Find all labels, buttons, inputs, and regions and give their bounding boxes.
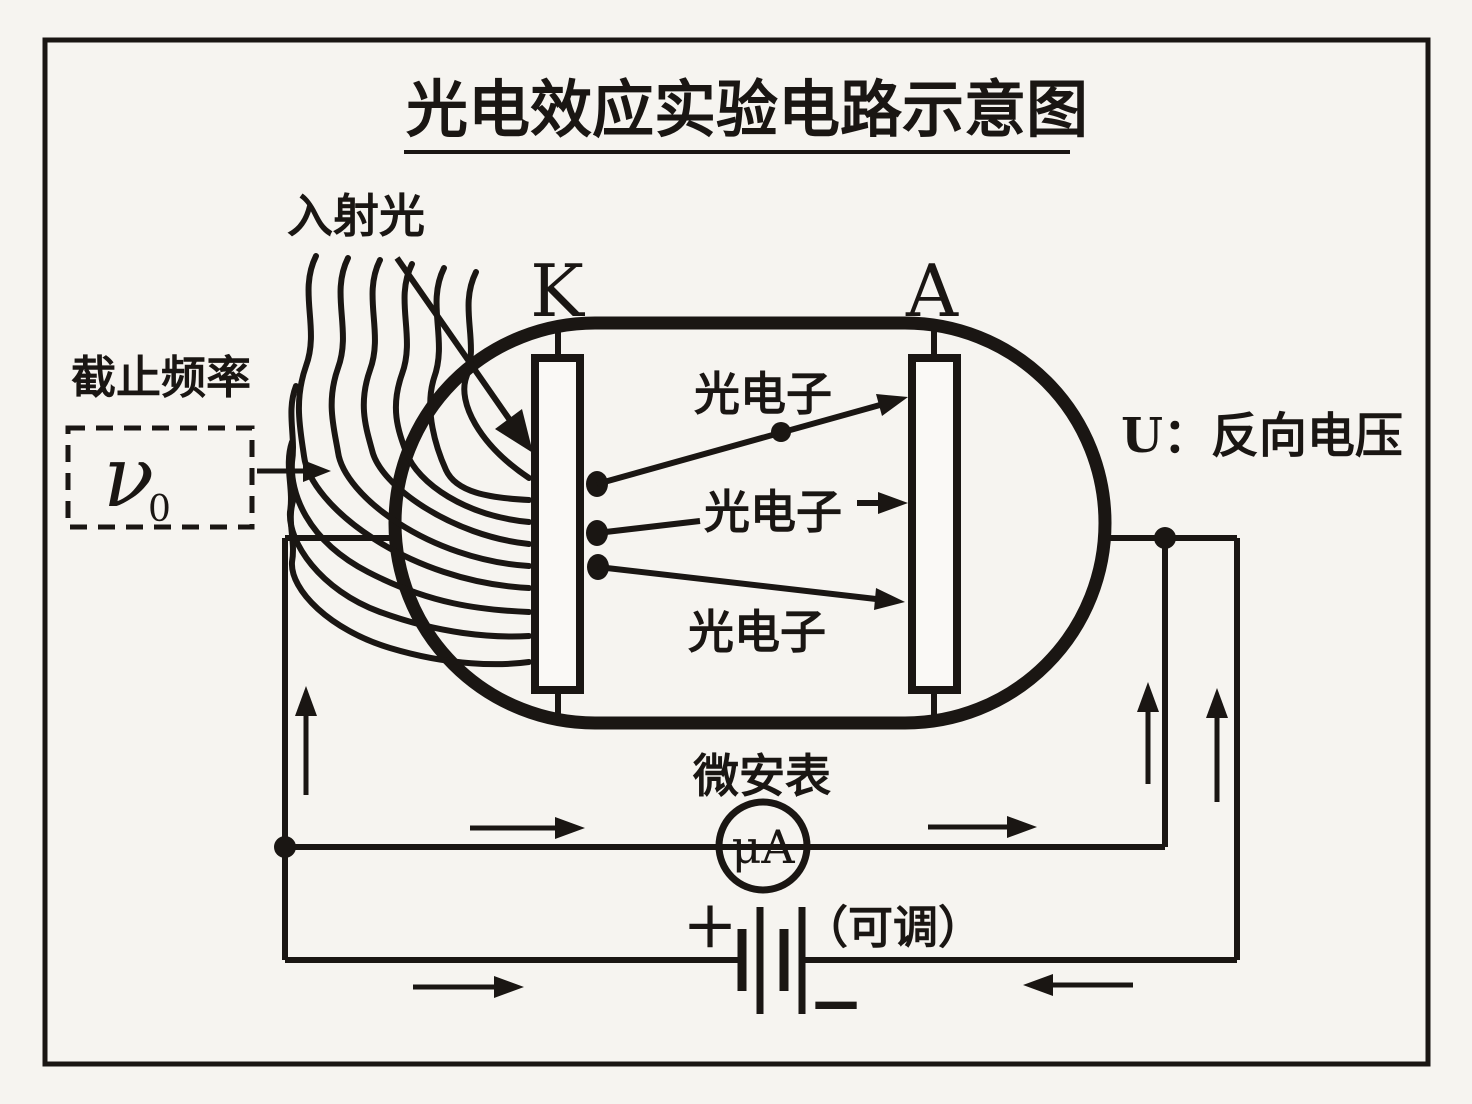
anode-assembly xyxy=(908,323,961,721)
cutoff-frequency-label: 截止频率 xyxy=(71,352,251,403)
junction-dot-right xyxy=(1154,527,1176,549)
arrow-meter-left xyxy=(470,817,585,839)
outer-border xyxy=(42,37,1431,1067)
photoelectron-label-1: 光电子 xyxy=(694,368,832,420)
arrow-bottom-left-right xyxy=(413,976,524,998)
right-arrow-icon xyxy=(494,976,524,998)
cathode-plate-body xyxy=(535,358,580,690)
light-wave xyxy=(360,257,532,547)
trajectory-2-arrow-head-icon xyxy=(878,492,908,514)
battery-plus-sign: + xyxy=(682,886,737,963)
light-wave xyxy=(328,255,532,569)
trajectory-3-arrow-head-icon xyxy=(874,588,905,610)
cutoff-arrow-head-icon xyxy=(303,460,331,482)
photoelectron-label-3: 光电子 xyxy=(688,606,826,658)
incident-arrow-shaft xyxy=(394,256,517,428)
light-wave xyxy=(392,261,532,525)
arrow-meter-right xyxy=(928,816,1037,838)
incident-arrow-head-icon xyxy=(495,409,533,453)
anode-plate-A xyxy=(908,354,961,694)
light-wave xyxy=(295,253,532,591)
arrow-right-outer-up xyxy=(1206,688,1228,802)
cathode-assembly xyxy=(531,325,584,721)
arrow-bottom-right-left xyxy=(1023,974,1133,996)
up-arrow-icon xyxy=(295,686,317,716)
right-arrow-icon xyxy=(555,817,585,839)
arrow-right-inner-up xyxy=(1137,682,1159,784)
incident-light-arrow xyxy=(394,256,533,453)
trajectory-1-line xyxy=(596,402,881,487)
nu-symbol: ν xyxy=(103,428,154,526)
up-arrow-icon xyxy=(1137,682,1159,712)
anode-label: A xyxy=(905,249,959,333)
cutoff-arrow xyxy=(257,460,331,482)
meter-circle xyxy=(715,798,811,894)
right-arrow-icon xyxy=(1007,816,1037,838)
cathode-plate-K xyxy=(531,354,584,694)
anode-plate-body xyxy=(912,358,957,690)
junction-dot-left xyxy=(274,836,296,858)
adjustable-label: （可调） xyxy=(803,902,983,953)
incident-light-label: 入射光 xyxy=(287,190,425,242)
cutoff-frequency-box xyxy=(65,425,255,530)
light-wave xyxy=(285,439,532,640)
trajectory-2-line xyxy=(596,518,701,536)
cathode-label: K xyxy=(530,249,585,333)
up-arrow-icon xyxy=(1206,688,1228,718)
photoelectron-trajectories: 光电子 光电子 光电子 xyxy=(586,368,908,658)
reverse-voltage-label: U：反向电压 xyxy=(1121,408,1403,464)
current-direction-arrows xyxy=(295,682,1228,998)
arrow-left-up xyxy=(295,686,317,795)
battery: + − （可调） xyxy=(682,886,983,1042)
electron-dot-midway xyxy=(771,422,791,442)
microammeter-label: 微安表 xyxy=(692,750,831,802)
photoelectron-label-2: 光电子 xyxy=(704,486,842,538)
microammeter: μA 微安表 xyxy=(692,750,831,894)
nu-subscript: 0 xyxy=(148,489,171,530)
light-wave xyxy=(461,269,532,481)
page-title: 光电效应实验电路示意图 xyxy=(406,76,1088,145)
trajectory-3-line xyxy=(597,564,877,602)
battery-minus-sign: − xyxy=(808,964,863,1042)
circuit-wiring xyxy=(282,535,1240,963)
meter-symbol: μA xyxy=(731,820,795,874)
left-arrow-icon xyxy=(1023,974,1053,996)
trajectory-1-arrow-head-icon xyxy=(876,394,908,416)
